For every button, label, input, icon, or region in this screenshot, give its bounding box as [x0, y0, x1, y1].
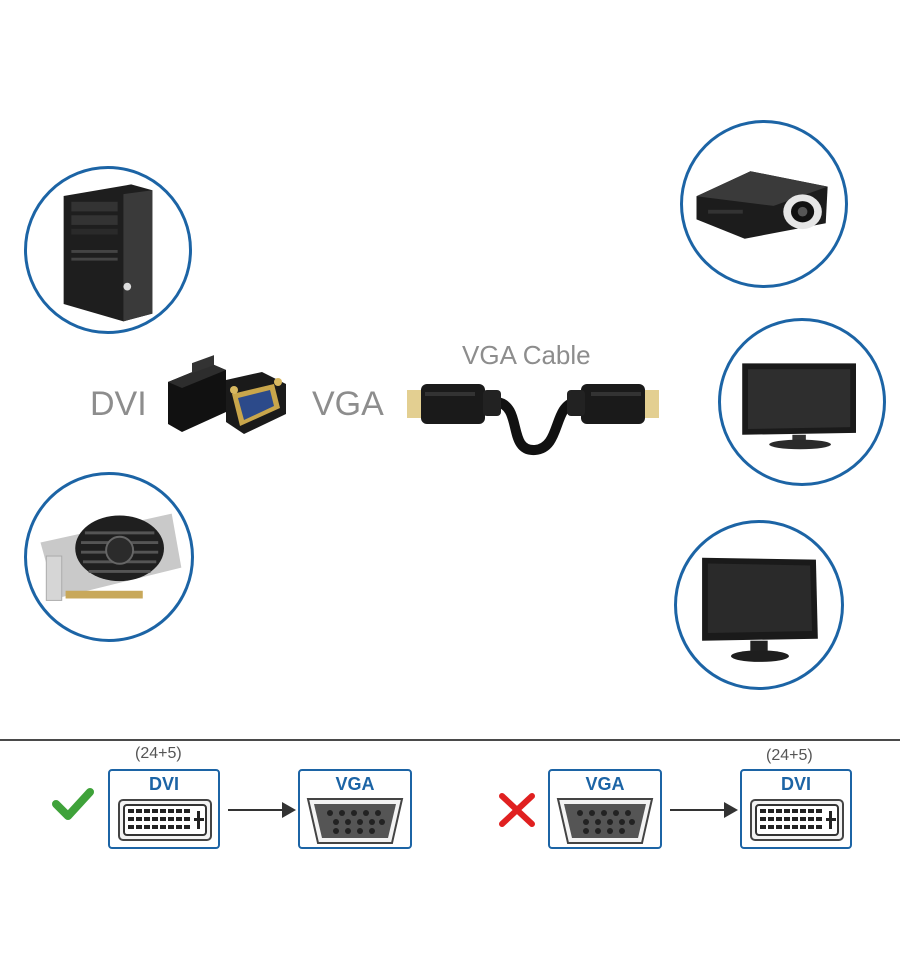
valid-target-vga-box: VGA: [298, 769, 412, 849]
section-divider: [0, 739, 900, 741]
graphics-card-icon: [40, 513, 182, 601]
invalid-target-dvi-box: DVI: [740, 769, 852, 849]
cross-icon: [499, 793, 535, 827]
monitor-circle: [674, 520, 844, 690]
vga-port-icon: [306, 798, 404, 844]
dvi-pin-count: (24+5): [766, 747, 813, 764]
tv-icon: [742, 363, 856, 450]
graphics-card-circle: [24, 472, 194, 642]
arrow-icon: [228, 802, 296, 818]
box-title: DVI: [780, 774, 811, 794]
valid-source-dvi-box: DVI: [108, 769, 220, 849]
arrow-icon: [670, 802, 738, 818]
check-icon: [52, 788, 94, 820]
dvi-vga-adapter-icon: [168, 355, 286, 434]
projector-circle: [680, 120, 848, 288]
invalid-source-vga-box: VGA: [548, 769, 662, 849]
dvi-label: DVI: [90, 385, 147, 423]
vga-port-icon: [556, 798, 654, 844]
vga-label: VGA: [312, 385, 384, 423]
box-title: VGA: [585, 774, 625, 794]
monitor-icon: [702, 557, 818, 662]
vga-cable-label: VGA Cable: [462, 340, 591, 370]
box-title: VGA: [335, 774, 375, 794]
dvi-pin-count: (24+5): [135, 745, 182, 762]
dvi-port-icon: [750, 799, 844, 841]
pc-tower-circle: [24, 166, 192, 334]
pc-tower-icon: [63, 184, 153, 322]
projector-icon: [696, 171, 828, 239]
tv-circle: [718, 318, 886, 486]
vga-cable-icon: [407, 384, 659, 455]
box-title: DVI: [148, 774, 179, 794]
dvi-port-icon: [118, 799, 212, 841]
